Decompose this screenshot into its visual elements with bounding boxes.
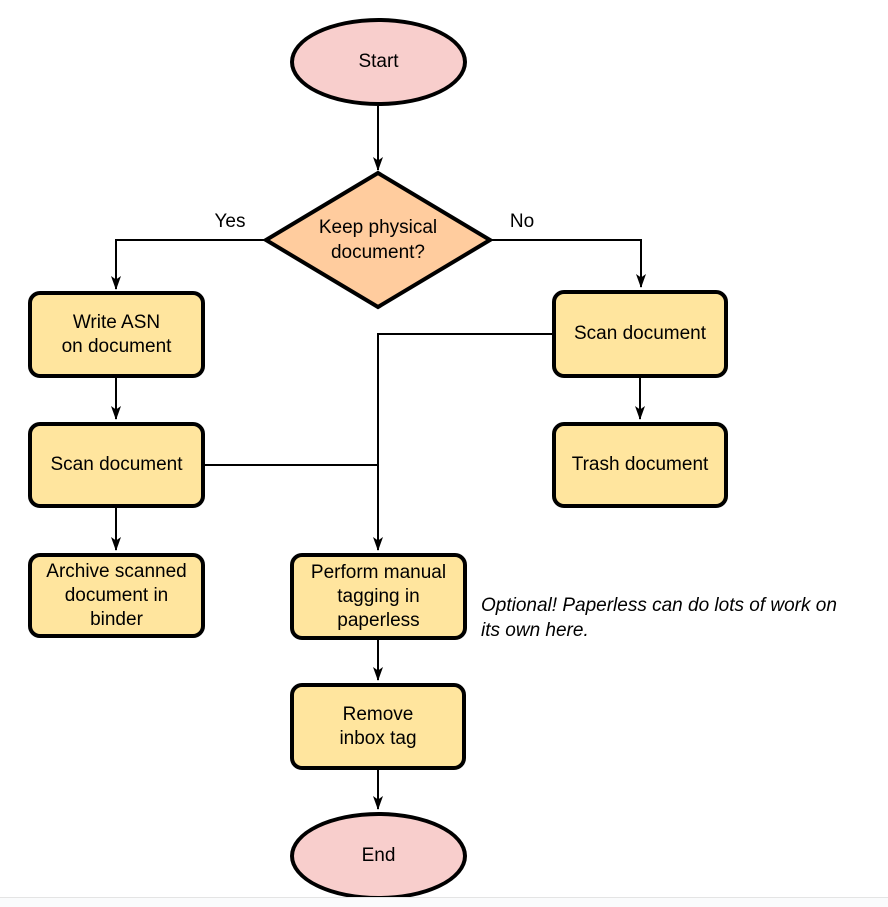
node-scan-document-right-label: Scan document bbox=[573, 323, 707, 344]
decision-diamond-shape bbox=[262, 170, 494, 310]
node-archive-binder: Archive scanned document in binder bbox=[28, 553, 205, 638]
annotation-optional-note: Optional! Paperless can do lots of work … bbox=[481, 595, 837, 641]
edge-label-yes: Yes bbox=[205, 211, 255, 233]
node-remove-inbox-tag: Remove inbox tag bbox=[290, 683, 466, 770]
edge-decision-yes bbox=[111, 239, 266, 290]
node-start-label: Start bbox=[358, 51, 399, 72]
node-write-asn-label: Write ASN on document bbox=[61, 311, 172, 357]
node-scan-document-left-label: Scan document bbox=[50, 454, 183, 475]
node-end-label: End bbox=[361, 845, 396, 866]
node-end: End bbox=[290, 812, 467, 900]
node-manual-tagging-label: Perform manual tagging in paperless bbox=[310, 561, 447, 631]
node-decision-label: Keep physical document? bbox=[318, 217, 438, 263]
node-remove-inbox-tag-label: Remove inbox tag bbox=[339, 703, 417, 749]
edge-decision-no bbox=[490, 239, 646, 288]
node-start: Start bbox=[290, 18, 467, 106]
node-scan-document-right: Scan document bbox=[552, 290, 728, 378]
edge-scanright-to-tagging bbox=[373, 333, 552, 551]
node-scan-document-left: Scan document bbox=[28, 422, 205, 508]
edge-label-no: No bbox=[497, 211, 547, 233]
node-trash-document-label: Trash document bbox=[571, 454, 709, 475]
page-edge-divider bbox=[0, 897, 888, 898]
node-archive-binder-label: Archive scanned document in binder bbox=[46, 560, 187, 630]
node-trash-document: Trash document bbox=[552, 422, 728, 508]
page-edge-gutter bbox=[0, 898, 888, 907]
node-write-asn: Write ASN on document bbox=[28, 291, 205, 378]
node-manual-tagging: Perform manual tagging in paperless bbox=[290, 553, 467, 640]
node-decision: Keep physical document? bbox=[288, 198, 468, 282]
